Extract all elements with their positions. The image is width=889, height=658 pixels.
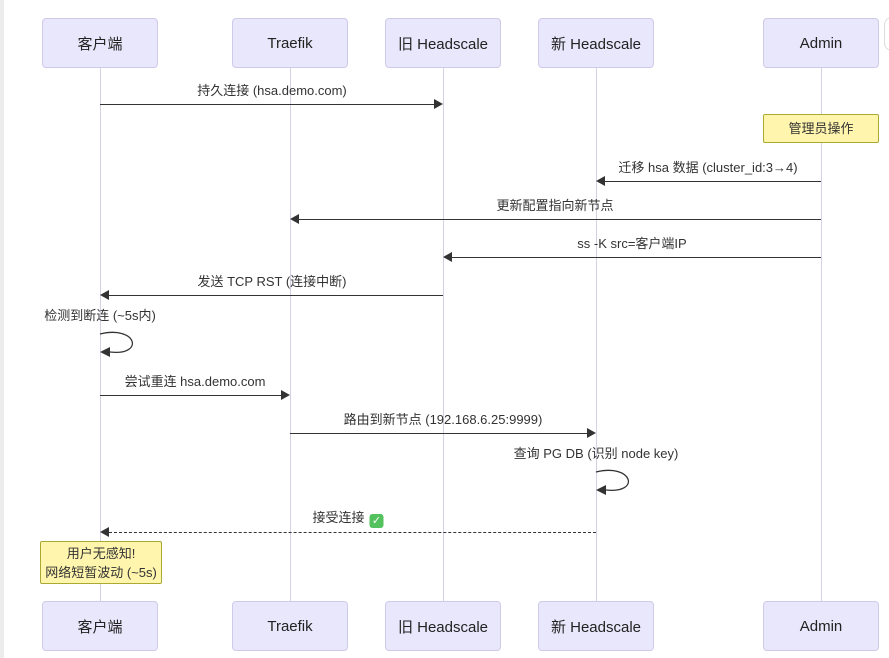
self-message-detect-disconnect-label: 检测到断连 (~5s内) bbox=[44, 308, 156, 323]
message-ss-kill-line bbox=[452, 257, 821, 258]
message-tcp-rst-label: 发送 TCP RST (连接中断) bbox=[197, 274, 347, 289]
lifeline-old-headscale bbox=[443, 68, 444, 601]
actor-admin-bottom: Admin bbox=[763, 601, 879, 651]
note-user-unaware: 用户无感知! 网络短暂波动 (~5s) bbox=[40, 541, 162, 584]
note-admin-operation: 管理员操作 bbox=[763, 114, 879, 143]
actor-client-top: 客户端 bbox=[42, 18, 158, 68]
actor-admin-top: Admin bbox=[763, 18, 879, 68]
lifeline-new-headscale bbox=[596, 68, 597, 601]
actor-traefik-bottom: Traefik bbox=[232, 601, 348, 651]
note-text: 管理员操作 bbox=[788, 121, 854, 136]
actor-new-headscale-bottom: 新 Headscale bbox=[538, 601, 654, 651]
actor-label: Traefik bbox=[267, 617, 313, 635]
actor-label: Admin bbox=[799, 34, 843, 52]
arrowhead-right-icon bbox=[281, 390, 290, 400]
lifeline-traefik bbox=[290, 68, 291, 601]
actor-traefik-top: Traefik bbox=[232, 18, 348, 68]
actor-old-headscale-top: 旧 Headscale bbox=[385, 18, 501, 68]
arrowhead-left-icon bbox=[596, 176, 605, 186]
message-tcp-rst-line bbox=[109, 295, 443, 296]
self-message-query-pgdb-label: 查询 PG DB (识别 node key) bbox=[513, 446, 679, 461]
left-edge-strip bbox=[0, 0, 4, 658]
message-reconnect-label: 尝试重连 hsa.demo.com bbox=[124, 374, 266, 389]
actor-label: 旧 Headscale bbox=[397, 618, 489, 636]
message-migrate-data-label: 迁移 hsa 数据 (cluster_id:3→4) bbox=[618, 160, 798, 175]
message-reconnect-line bbox=[100, 395, 281, 396]
actor-label: 新 Headscale bbox=[550, 35, 642, 53]
check-icon: ✓ bbox=[369, 514, 384, 528]
message-route-new-node-line bbox=[290, 433, 587, 434]
self-loop-arrow-icon bbox=[595, 469, 630, 495]
actor-label: Traefik bbox=[267, 34, 313, 52]
message-update-config-label: 更新配置指向新节点 bbox=[496, 198, 614, 213]
actor-label: 客户端 bbox=[77, 35, 123, 53]
lifeline-admin bbox=[821, 68, 822, 601]
message-accept-connection-label: 接受连接 ✓ bbox=[312, 510, 384, 528]
arrowhead-right-icon bbox=[434, 99, 443, 109]
message-text: 接受连接 bbox=[312, 510, 365, 525]
actor-client-bottom: 客户端 bbox=[42, 601, 158, 651]
actor-label: 新 Headscale bbox=[550, 618, 642, 636]
message-update-config-line bbox=[299, 219, 821, 220]
message-persistent-connection-label: 持久连接 (hsa.demo.com) bbox=[197, 83, 347, 98]
message-migrate-data-line bbox=[605, 181, 821, 182]
message-accept-connection-line bbox=[109, 532, 596, 533]
partial-panel-edge bbox=[884, 17, 889, 51]
actor-label: 旧 Headscale bbox=[397, 35, 489, 53]
arrowhead-left-icon bbox=[100, 290, 109, 300]
arrowhead-left-icon bbox=[100, 527, 109, 537]
arrowhead-right-icon bbox=[587, 428, 596, 438]
actor-old-headscale-bottom: 旧 Headscale bbox=[385, 601, 501, 651]
actor-label: Admin bbox=[799, 617, 843, 635]
note-line-1: 用户无感知! bbox=[66, 545, 136, 561]
message-persistent-connection-line bbox=[100, 104, 435, 105]
self-loop-arrow-icon bbox=[99, 331, 134, 357]
message-ss-kill-label: ss -K src=客户端IP bbox=[577, 236, 687, 251]
actor-label: 客户端 bbox=[77, 618, 123, 636]
arrowhead-left-icon bbox=[443, 252, 452, 262]
note-line-2: 网络短暂波动 (~5s) bbox=[45, 564, 157, 580]
actor-new-headscale-top: 新 Headscale bbox=[538, 18, 654, 68]
message-route-new-node-label: 路由到新节点 (192.168.6.25:9999) bbox=[343, 412, 543, 427]
arrowhead-left-icon bbox=[290, 214, 299, 224]
